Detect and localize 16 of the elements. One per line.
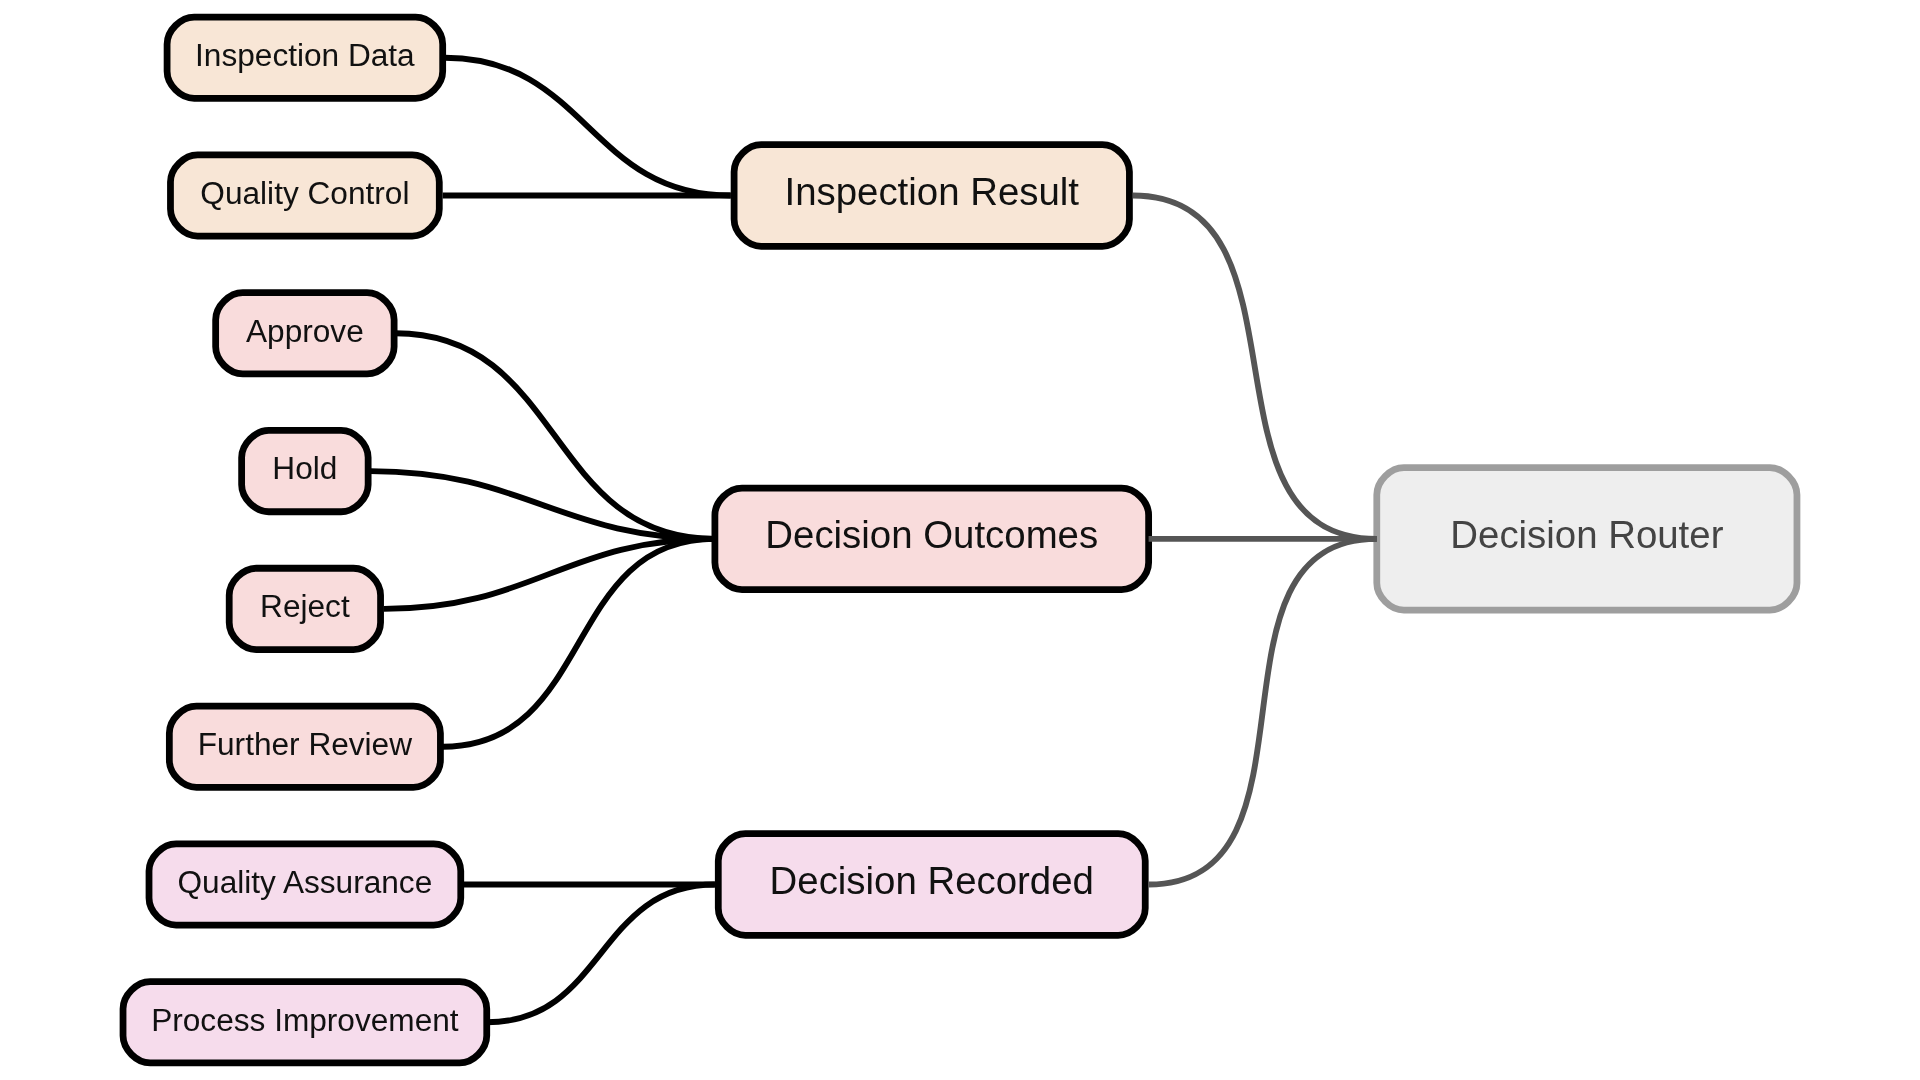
node-box: Further Review xyxy=(165,702,444,791)
node-box: Decision Router xyxy=(1373,464,1801,614)
node-box: Decision Recorded xyxy=(714,830,1149,939)
node-box: Reject xyxy=(225,564,384,653)
node-box: Process Improvement xyxy=(119,978,491,1067)
connector xyxy=(442,192,731,199)
node-box: Quality Control xyxy=(167,151,443,240)
connector xyxy=(444,54,731,199)
node-box: Inspection Data xyxy=(163,13,447,102)
connector xyxy=(442,535,716,750)
node-box: Approve xyxy=(212,289,398,378)
node-box: Inspection Result xyxy=(730,141,1133,250)
connector xyxy=(1148,535,1378,888)
node-box: Decision Outcomes xyxy=(711,484,1153,594)
node-box: Hold xyxy=(238,427,372,516)
node-box: Quality Assurance xyxy=(145,840,465,929)
